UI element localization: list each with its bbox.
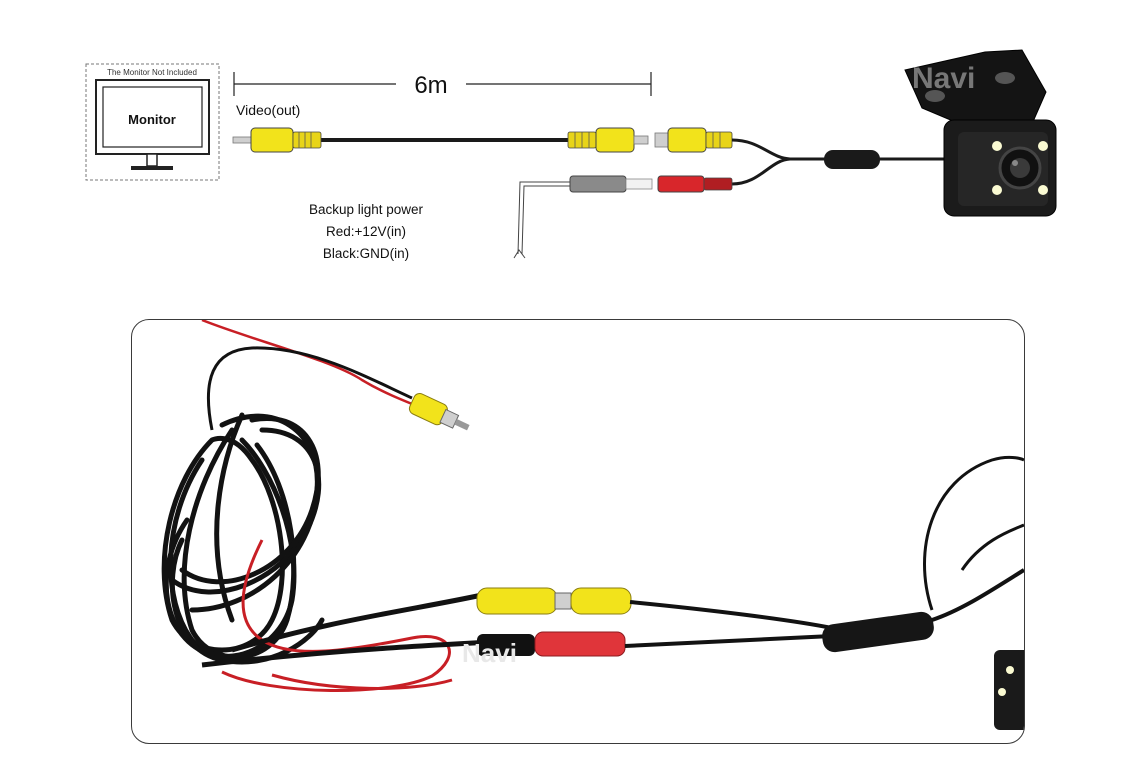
cable-junction-photo (822, 611, 934, 653)
length-dimension: 6m (233, 72, 652, 99)
upper-rca-plug (408, 392, 470, 431)
power-wire-1 (517, 181, 570, 255)
middle-rca-connectors (476, 587, 632, 615)
rca-plug-left (232, 127, 322, 153)
wiring-diagram: The Monitor Not Included Monitor 6m Vide… (85, 49, 1057, 261)
red-power-plug (477, 631, 626, 657)
camera-mount-bracket (904, 49, 1047, 125)
led-icon (992, 185, 1002, 195)
red-power-wire (201, 320, 423, 410)
monitor-screen-inner (102, 86, 203, 148)
led-icon (992, 141, 1002, 151)
cable-junction (824, 150, 880, 169)
video-out-label: Video(out) (236, 102, 300, 118)
upper-rca-wire (206, 346, 413, 431)
led-icon (1038, 141, 1048, 151)
red-wire-spec: Red:+12V(in) (326, 224, 406, 239)
coiled-cable (161, 412, 325, 665)
camera-corner (994, 650, 1024, 730)
monitor-neck (146, 153, 158, 167)
backup-light-power-title: Backup light power (309, 202, 424, 217)
camera-illustration: Navi (904, 49, 1057, 217)
cable-length-label: 6m (414, 72, 447, 99)
camera-watermark: Navi (912, 62, 975, 95)
monitor-label: Monitor (128, 112, 176, 127)
y-cable-upper (731, 138, 791, 161)
rca-jack-middle (567, 127, 649, 153)
led-icon (1006, 666, 1014, 674)
monitor-not-included-note: The Monitor Not Included (107, 68, 197, 77)
power-wire-2 (521, 185, 570, 255)
rca-plug-camera (654, 127, 733, 153)
monitor-dashed-box (85, 63, 220, 181)
led-icon (998, 688, 1006, 696)
led-icon (1038, 185, 1048, 195)
monitor-stand (131, 166, 173, 170)
power-plug-gray (569, 175, 653, 193)
y-cable-lower (731, 157, 791, 186)
monitor-illustration: The Monitor Not Included Monitor (85, 63, 220, 181)
wire-end-tail (513, 249, 526, 259)
main-video-cable (231, 592, 483, 653)
product-photo: Navi (131, 319, 1025, 744)
photo-watermark: Navi (462, 638, 517, 668)
power-plug-red (657, 175, 733, 193)
black-wire-spec: Black:GND(in) (323, 246, 409, 261)
product-photo-illustration: Navi (161, 320, 1024, 730)
red-wire-loop (221, 539, 451, 693)
